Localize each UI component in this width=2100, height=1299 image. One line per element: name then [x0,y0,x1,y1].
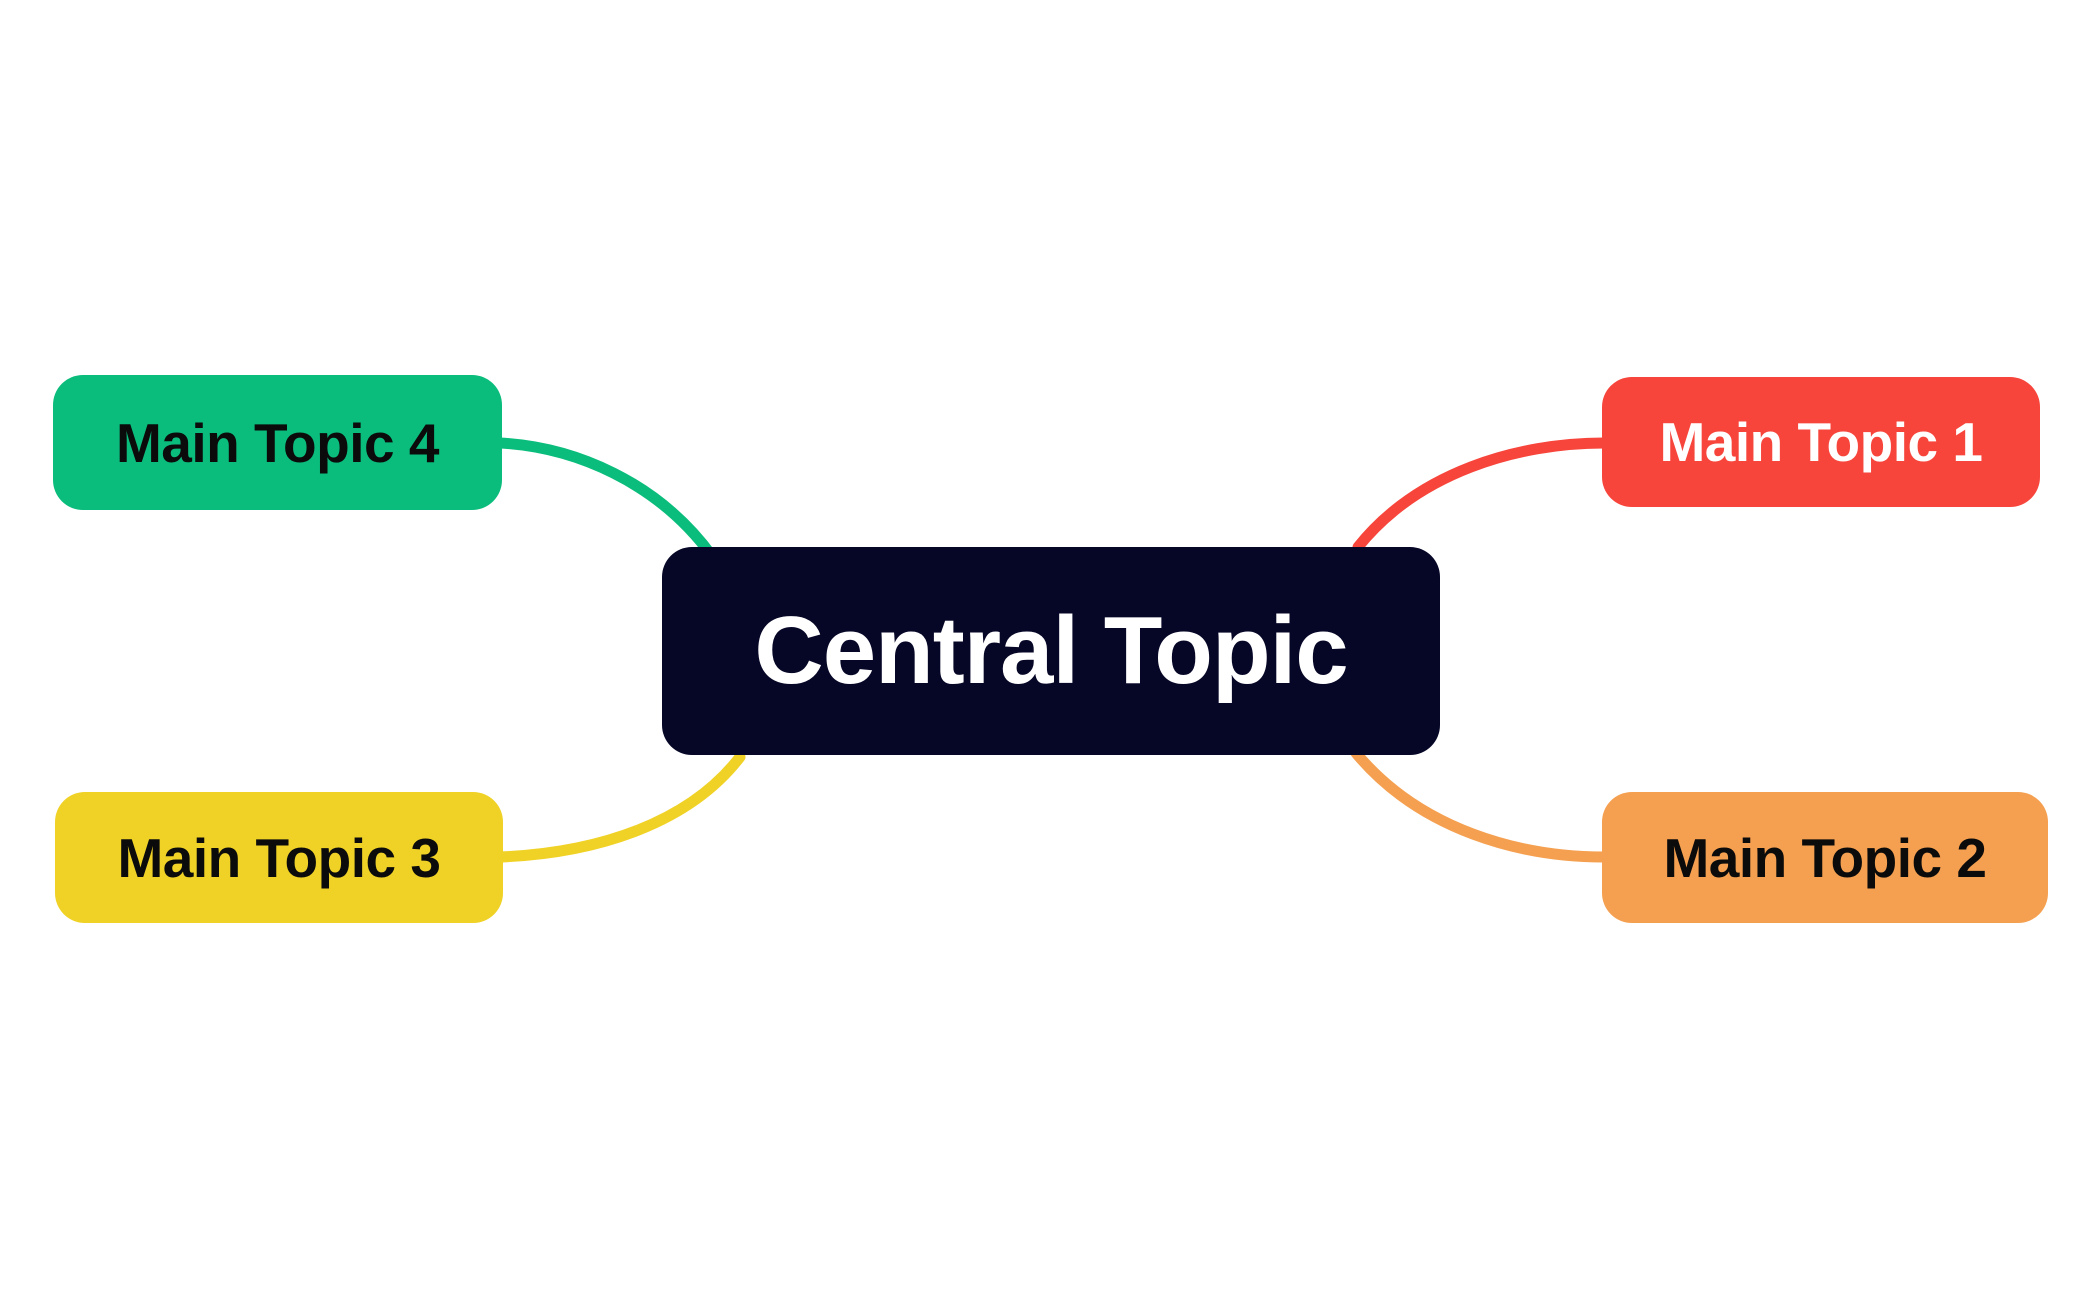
main-topic-2-node[interactable]: Main Topic 2 [1602,792,2048,923]
main-topic-4-node[interactable]: Main Topic 4 [53,375,502,510]
connector-main-topic-1 [1352,437,1610,553]
main-topic-3-node[interactable]: Main Topic 3 [55,792,503,923]
connector-main-topic-2 [1350,747,1610,863]
central-topic-node[interactable]: Central Topic [662,547,1440,755]
connector-main-topic-3 [494,751,746,863]
connector-main-topic-4 [494,437,718,562]
main-topic-3-label: Main Topic 3 [117,826,441,889]
main-topic-1-label: Main Topic 1 [1659,411,1983,473]
main-topic-1-node[interactable]: Main Topic 1 [1602,377,2040,507]
main-topic-2-label: Main Topic 2 [1663,826,1987,889]
main-topic-4-label: Main Topic 4 [115,411,440,474]
central-topic-label: Central Topic [754,597,1348,704]
